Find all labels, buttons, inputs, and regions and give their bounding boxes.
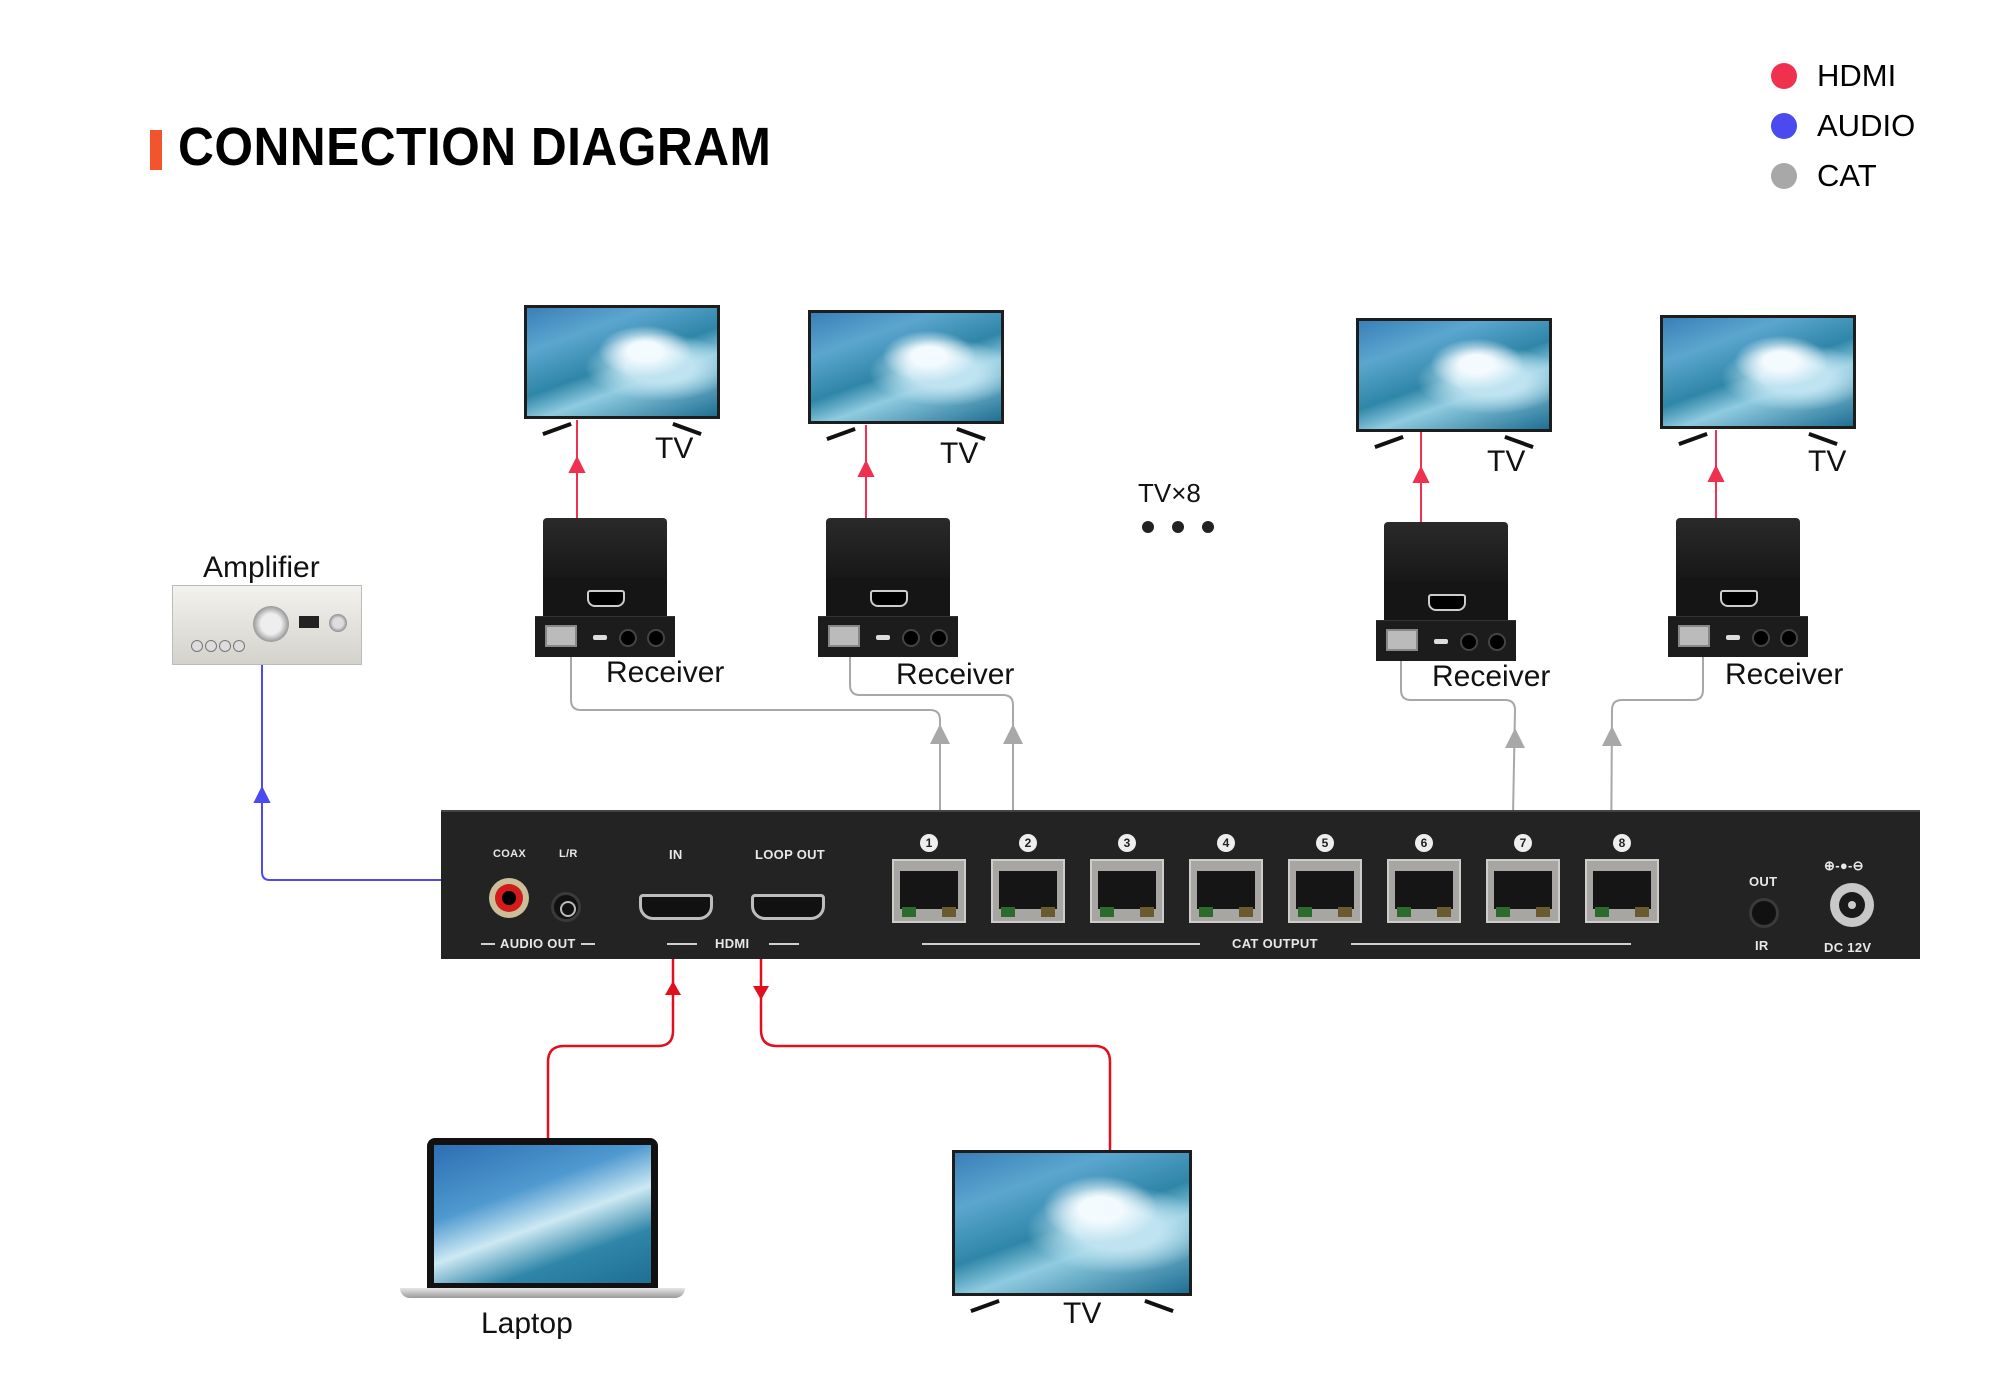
- receiver-1-label: Receiver: [606, 656, 725, 689]
- tv-screen-image: [1359, 321, 1549, 429]
- ir-out-label: OUT: [1749, 874, 1778, 889]
- remote-tv-3: [1356, 318, 1552, 450]
- port-number-8: 8: [1613, 834, 1631, 852]
- title-accent-bar: [150, 130, 162, 170]
- rj45-port: [828, 625, 860, 647]
- hdmi-in-port: [639, 894, 713, 920]
- receiver-2-label: Receiver: [896, 658, 1015, 691]
- remote-tv-4-label: TV: [1808, 445, 1847, 478]
- legend-label-hdmi: HDMI: [1817, 58, 1897, 93]
- cat-arrow-1: [930, 724, 950, 744]
- volume-knob: [253, 606, 289, 642]
- cat-wire-1: [570, 640, 941, 868]
- receiver-4-label: Receiver: [1725, 658, 1844, 691]
- cat-port-4: [1189, 859, 1263, 923]
- page-title: CONNECTION DIAGRAM: [178, 117, 772, 177]
- amplifier: [172, 585, 362, 665]
- hdmi-in-arrow: [665, 981, 681, 995]
- hdmi-out-port: [587, 590, 625, 607]
- ir-label: IR: [1755, 938, 1769, 953]
- power-polarity-icon: ⊕-●-⊖: [1824, 858, 1864, 873]
- port-number-2: 2: [1019, 834, 1037, 852]
- remote-tv-2-label: TV: [940, 437, 979, 470]
- laptop-screen-image: [434, 1145, 651, 1283]
- cat-port-5: [1288, 859, 1362, 923]
- cat-arrow-2: [1003, 724, 1023, 744]
- port-number-3: 3: [1118, 834, 1136, 852]
- tv-count-label: TV×8: [1138, 478, 1201, 508]
- audio-arrow: [253, 785, 271, 803]
- remote-tv-1: [524, 305, 720, 437]
- cat-arrow-8: [1602, 726, 1622, 746]
- remote-tv-2: [808, 310, 1004, 442]
- loop-out-tv-label: TV: [1063, 1297, 1102, 1330]
- hdmi-in-wire: [546, 930, 675, 1140]
- hdmi-loop-out-label: LOOP OUT: [755, 847, 826, 862]
- hdmi-loop-arrow: [753, 986, 769, 1000]
- lr-label: L/R: [559, 848, 578, 860]
- port-number-1: 1: [920, 834, 938, 852]
- legend-label-audio: AUDIO: [1817, 108, 1916, 143]
- cat-port-7: [1486, 859, 1560, 923]
- cat-port-1: [892, 859, 966, 923]
- extender-rear-panel: COAX L/R AUDIO OUT IN LOOP OUT HDMI 1 2 …: [441, 810, 1920, 959]
- tv-screen-image: [527, 308, 717, 416]
- laptop: [400, 1138, 685, 1303]
- cat-output-label: CAT OUTPUT: [1232, 936, 1318, 951]
- receiver-2: [818, 518, 958, 660]
- dc-12v-label: DC 12V: [1824, 940, 1872, 955]
- hdmi-out-port: [1428, 594, 1466, 611]
- legend-dot-hdmi: [1771, 63, 1797, 89]
- hdmi-loop-wire: [759, 930, 1112, 1150]
- rj45-port: [1386, 629, 1418, 651]
- cat-wire-7: [1400, 640, 1517, 869]
- tv-screen-image: [1663, 318, 1853, 426]
- cat-port-2: [991, 859, 1065, 923]
- receiver-4: [1668, 518, 1808, 660]
- rj45-port: [1678, 625, 1710, 647]
- ir-out-jack: [1749, 898, 1779, 928]
- receiver-3: [1376, 522, 1516, 664]
- laptop-label: Laptop: [481, 1307, 573, 1340]
- hdmi-loop-out-port: [751, 894, 825, 920]
- coax-label: COAX: [493, 848, 526, 860]
- port-number-5: 5: [1316, 834, 1334, 852]
- hdmi-arrow-rx2: [857, 459, 875, 477]
- hdmi-group-label: HDMI: [715, 936, 750, 951]
- lr-audio-jack: [551, 892, 581, 922]
- legend-dot-audio: [1771, 113, 1797, 139]
- hdmi-in-label: IN: [669, 847, 683, 862]
- remote-tv-1-label: TV: [655, 432, 694, 465]
- tv-screen-image: [811, 313, 1001, 421]
- receiver-3-label: Receiver: [1432, 660, 1551, 693]
- cat-port-6: [1387, 859, 1461, 923]
- hdmi-out-port: [1720, 590, 1758, 607]
- port-number-6: 6: [1415, 834, 1433, 852]
- hdmi-out-port: [870, 590, 908, 607]
- remote-tv-3-label: TV: [1487, 445, 1526, 478]
- audio-wire: [261, 665, 510, 881]
- remote-tv-4: [1660, 315, 1856, 447]
- audio-out-label: AUDIO OUT: [500, 936, 576, 951]
- hdmi-arrow-rx3: [1412, 465, 1430, 483]
- ellipsis-dots: [1142, 520, 1232, 538]
- coax-rca-port: [489, 878, 529, 918]
- cat-port-8: [1585, 859, 1659, 923]
- port-number-4: 4: [1217, 834, 1235, 852]
- hdmi-arrow-rx1: [568, 455, 586, 473]
- cat-wire-8: [1610, 640, 1704, 869]
- dc-power-jack: [1830, 883, 1874, 927]
- cat-wire-2: [849, 640, 1014, 868]
- rj45-port: [545, 625, 577, 647]
- receiver-1: [535, 518, 675, 660]
- hdmi-arrow-rx4: [1707, 464, 1725, 482]
- amplifier-label: Amplifier: [203, 551, 320, 584]
- cat-arrow-7: [1505, 728, 1525, 748]
- port-number-7: 7: [1514, 834, 1532, 852]
- legend-label-cat: CAT: [1817, 158, 1877, 193]
- loop-out-tv: [952, 1150, 1192, 1314]
- cat-port-3: [1090, 859, 1164, 923]
- tv-screen-image: [955, 1153, 1189, 1293]
- legend-dot-cat: [1771, 163, 1797, 189]
